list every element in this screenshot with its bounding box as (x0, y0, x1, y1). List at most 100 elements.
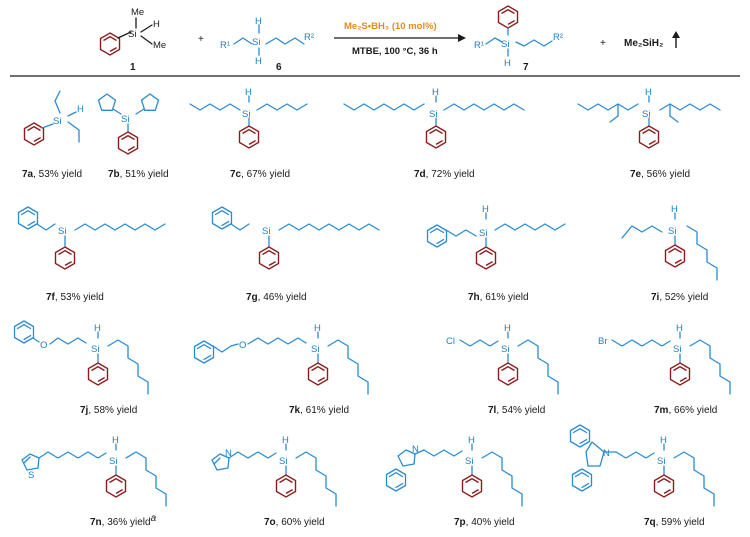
atom-h: H (504, 323, 511, 334)
svg-text:7i, 52% yield: 7i, 52% yield (651, 292, 708, 303)
compound-7k-label: 7k, 61% yield (289, 405, 349, 416)
atom-o: O (40, 340, 47, 351)
compound-7e-structure: Si H (577, 87, 721, 149)
atom-o: O (239, 340, 246, 351)
compound-7f-structure: Si (17, 206, 166, 270)
atom-si: Si (657, 456, 665, 467)
reactant2-si: Si (252, 37, 260, 48)
compound-7e-label: 7e, 56% yield (630, 169, 690, 180)
compound-id: 7j (80, 405, 89, 416)
reactant1-me-bottom: Me (153, 40, 166, 51)
atom-h: H (94, 323, 101, 334)
compound-7n-structure: S Si H (21, 435, 167, 507)
atom-si: Si (58, 226, 66, 237)
compound-7o-label: 7o, 60% yield (264, 517, 325, 528)
atom-h: H (314, 323, 321, 334)
compound-7i-label: 7i, 52% yield (651, 292, 708, 303)
compound-id: 7d (414, 169, 426, 180)
compound-7o-structure: N Si H (211, 435, 337, 507)
compound-footnote-marker: a (151, 513, 157, 524)
reactant2-h-bottom: H (255, 56, 262, 67)
svg-text:7b, 51% yield: 7b, 51% yield (108, 169, 169, 180)
compound-7l-structure: Cl Si H (446, 323, 559, 395)
atom-si: Si (279, 456, 287, 467)
compound-7q-label: 7q, 59% yield (644, 517, 705, 528)
compound-7g-structure: Si (211, 206, 380, 270)
reactant1-si: Si (128, 29, 136, 40)
compound-7p-structure: N Si H (385, 435, 523, 507)
reactant-2: R¹ Si H H R² 6 (220, 16, 314, 73)
compound-yield: , 36% yield (102, 517, 151, 528)
reactant1-label: 1 (130, 62, 136, 73)
compound-yield: , 54% yield (496, 405, 545, 416)
compound-7m-structure: Br Si H (598, 323, 731, 395)
product-general: R¹ Si H R² 7 (474, 5, 563, 73)
compound-7a-label: 7a, 53% yield (22, 169, 82, 180)
svg-text:7h, 61% yield: 7h, 61% yield (468, 292, 529, 303)
atom-si: Si (311, 344, 319, 355)
plus-sign-2: + (600, 38, 606, 49)
compound-id: 7g (246, 292, 258, 303)
reactant1-h: H (153, 19, 160, 30)
compound-yield: , 56% yield (641, 169, 690, 180)
svg-text:7j, 58% yield: 7j, 58% yield (80, 405, 137, 416)
svg-text:7f, 53% yield: 7f, 53% yield (46, 292, 104, 303)
compound-yield: , 53% yield (33, 169, 82, 180)
compound-yield: , 60% yield (276, 517, 325, 528)
svg-text:7g, 46% yield: 7g, 46% yield (246, 292, 307, 303)
compound-yield: , 61% yield (300, 405, 349, 416)
atom-h: H (482, 204, 489, 215)
atom-si: Si (242, 109, 250, 120)
svg-text:7e, 56% yield: 7e, 56% yield (630, 169, 690, 180)
compound-id: 7q (644, 517, 656, 528)
compound-yield: , 67% yield (241, 169, 290, 180)
compound-yield: , 46% yield (258, 292, 307, 303)
atom-cl: Cl (446, 336, 455, 347)
compound-7j-label: 7j, 58% yield (80, 405, 137, 416)
atom-n: N (412, 444, 419, 455)
atom-h: H (645, 87, 652, 98)
svg-text:7n, 36% yielda: 7n, 36% yielda (90, 513, 157, 528)
atom-si: Si (262, 226, 270, 237)
svg-text:7d, 72% yield: 7d, 72% yield (414, 169, 475, 180)
compound-yield: , 58% yield (88, 405, 137, 416)
compound-id: 7f (46, 292, 56, 303)
product-label: 7 (523, 62, 529, 73)
plus-sign-1: + (198, 34, 204, 45)
compound-yield: , 52% yield (659, 292, 708, 303)
atom-h: H (660, 435, 667, 446)
atom-si: Si (53, 116, 61, 127)
compound-yield: , 53% yield (55, 292, 104, 303)
compound-7q-structure: N Si H (569, 424, 715, 507)
svg-text:7k, 61% yield: 7k, 61% yield (289, 405, 349, 416)
reaction-conditions-solvent: MTBE, 100 °C, 36 h (352, 46, 438, 57)
atom-si: Si (673, 344, 681, 355)
compound-yield: , 59% yield (656, 517, 705, 528)
compound-id: 7o (264, 517, 276, 528)
reaction-arrow: Me₂S•BH₃ (10 mol%) MTBE, 100 °C, 36 h (334, 21, 466, 57)
compound-id: 7e (630, 169, 642, 180)
compound-yield: , 51% yield (120, 169, 169, 180)
compound-yield: , 40% yield (466, 517, 515, 528)
byproduct-formula: Me₂SiH₂ (624, 38, 663, 49)
compound-7g-label: 7g, 46% yield (246, 292, 307, 303)
compound-yield: , 66% yield (668, 405, 717, 416)
atom-h: H (245, 87, 252, 98)
svg-text:7p, 40% yield: 7p, 40% yield (454, 517, 515, 528)
atom-h: H (432, 87, 439, 98)
atom-n: N (225, 448, 232, 459)
product-si: Si (501, 39, 509, 50)
compound-7a-structure: Si H (23, 90, 84, 146)
compound-7m-label: 7m, 66% yield (654, 405, 717, 416)
reactant1-me-top: Me (131, 7, 144, 18)
reactant2-label: 6 (276, 62, 282, 73)
compound-7p-label: 7p, 40% yield (454, 517, 515, 528)
compound-yield: , 72% yield (426, 169, 475, 180)
compound-7n-label: 7n, 36% yielda (90, 513, 157, 528)
compound-7k-structure: O Si H (193, 323, 369, 395)
atom-h: H (468, 435, 475, 446)
atom-h: H (77, 104, 84, 115)
compound-id: 7c (230, 169, 242, 180)
atom-si: Si (91, 344, 99, 355)
atom-si: Si (642, 109, 650, 120)
